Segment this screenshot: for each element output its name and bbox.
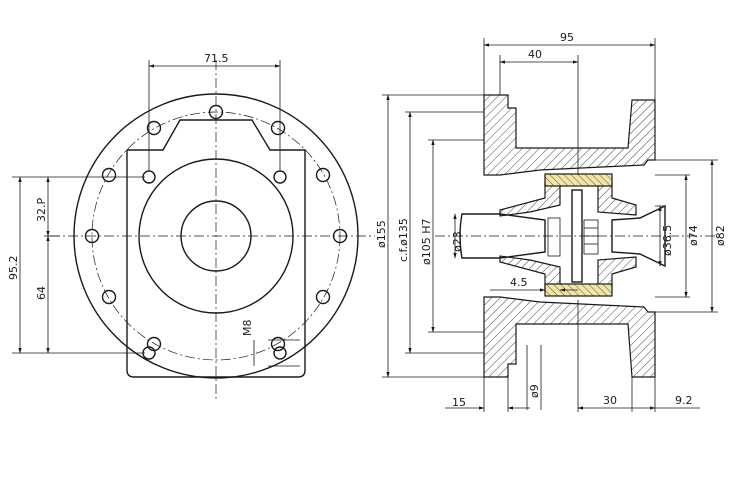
housing-outline [126, 119, 306, 378]
front-view: 71.5 95.2 32.P 64 M8 [7, 52, 375, 400]
dim-d-bore: ø36.5 [661, 225, 674, 256]
dim-upper: 32.P [35, 198, 48, 222]
dim-length-inner: 40 [528, 48, 542, 61]
dim-d-shaft: ø23 [451, 231, 464, 252]
flange-bolt-holes [84, 104, 348, 352]
housing-boss-circle [138, 158, 294, 314]
dim-hole: ø9 [528, 384, 541, 398]
bolt-pitch-circle [91, 111, 341, 361]
housing-section-upper [483, 94, 656, 176]
hub-right-upper [597, 181, 637, 216]
dim-d-82: ø82 [714, 225, 727, 246]
dim-gap: 4.5 [510, 276, 528, 289]
coupling-disc [571, 189, 583, 283]
housing-section-lower [483, 296, 656, 378]
dim-height-total: 95.2 [7, 256, 20, 281]
bore-circle [180, 200, 252, 272]
set-screw [583, 219, 599, 255]
dim-d-74: ø74 [687, 225, 700, 246]
hub-section-upper [499, 181, 561, 217]
dim-d-spigot: ø105 H7 [420, 219, 433, 266]
dim-d-outer: ø155 [375, 220, 388, 248]
outer-flange-circle [73, 93, 359, 379]
output-bore [611, 204, 666, 268]
dim-flange-thk: 15 [452, 396, 466, 409]
dim-lower: 64 [35, 286, 48, 300]
dim-len-9-2: 9.2 [675, 394, 693, 407]
coupling-spider-bottom [544, 283, 613, 297]
dim-thread: M8 [241, 320, 254, 337]
dim-length-total: 95 [560, 31, 574, 44]
section-view: 95 40 ø155 c.f.ø135 ø105 H7 ø23 ø36.5 ø7… [375, 31, 727, 412]
coupling-spider-top [544, 173, 613, 187]
dim-len-30: 30 [603, 394, 617, 407]
shaft-key [547, 217, 561, 257]
input-shaft [459, 213, 546, 259]
dim-d-bolt-circle: c.f.ø135 [397, 218, 410, 262]
housing-tapped-holes [142, 170, 287, 360]
dim-width-top: 71.5 [204, 52, 229, 65]
